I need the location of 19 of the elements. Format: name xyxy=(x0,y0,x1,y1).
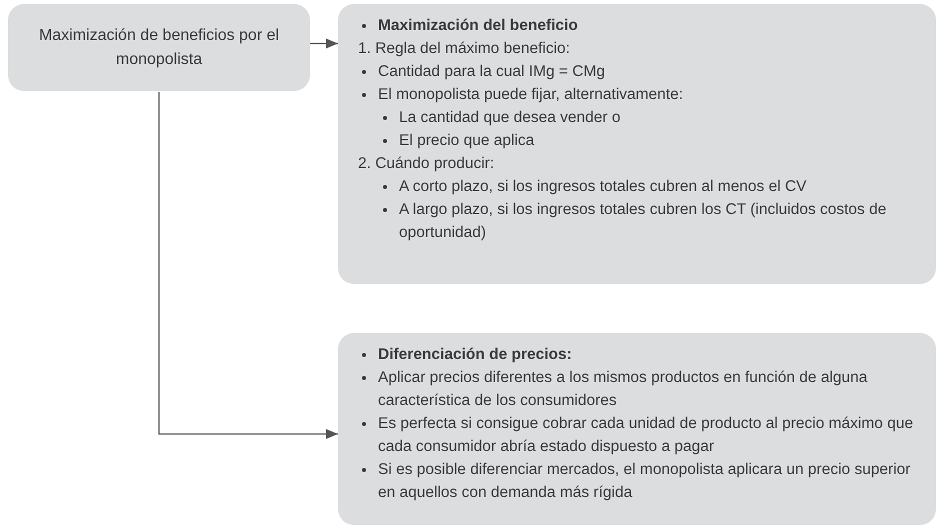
bullet-item: A largo plazo, si los ingresos totales cubren los CT (incluidos costos de oportunidad) xyxy=(399,200,888,243)
section-heading: Diferenciación de precios: xyxy=(378,345,572,365)
bullet-item: El precio que aplica xyxy=(399,131,534,151)
section-heading: Maximización del beneficio xyxy=(378,16,578,36)
bullet-item: La cantidad que desea vender o xyxy=(399,108,620,128)
bullet-item: A corto plazo, si los ingresos totales cubren al menos el CV xyxy=(399,177,807,197)
connector-arrow xyxy=(158,92,338,439)
info-panel xyxy=(338,4,936,284)
bullet-item: Si es posible diferenciar mercados, el monopolista aplicara un precio superior en aquellos con demanda más rígida xyxy=(378,460,912,503)
box-title: Maximización de beneficios por el monopolista xyxy=(38,26,280,70)
connector-arrow xyxy=(310,38,338,48)
bullet-item: Es perfecta si consigue cobrar cada unidad de producto al precio máximo que cada consumidor abría estado dispuesto a pagar xyxy=(378,414,914,457)
info-panel xyxy=(338,333,936,525)
numbered-item: 1. Regla del máximo beneficio: xyxy=(358,39,570,59)
numbered-item: 2. Cuándo producir: xyxy=(358,154,494,174)
bullet-item: Aplicar precios diferentes a los mismos productos en función de alguna característica de los consumidores xyxy=(378,368,868,411)
bullet-item: El monopolista puede fijar, alternativamente: xyxy=(378,85,684,105)
bullet-item: Cantidad para la cual IMg = CMg xyxy=(378,62,606,82)
process-box xyxy=(8,4,310,91)
